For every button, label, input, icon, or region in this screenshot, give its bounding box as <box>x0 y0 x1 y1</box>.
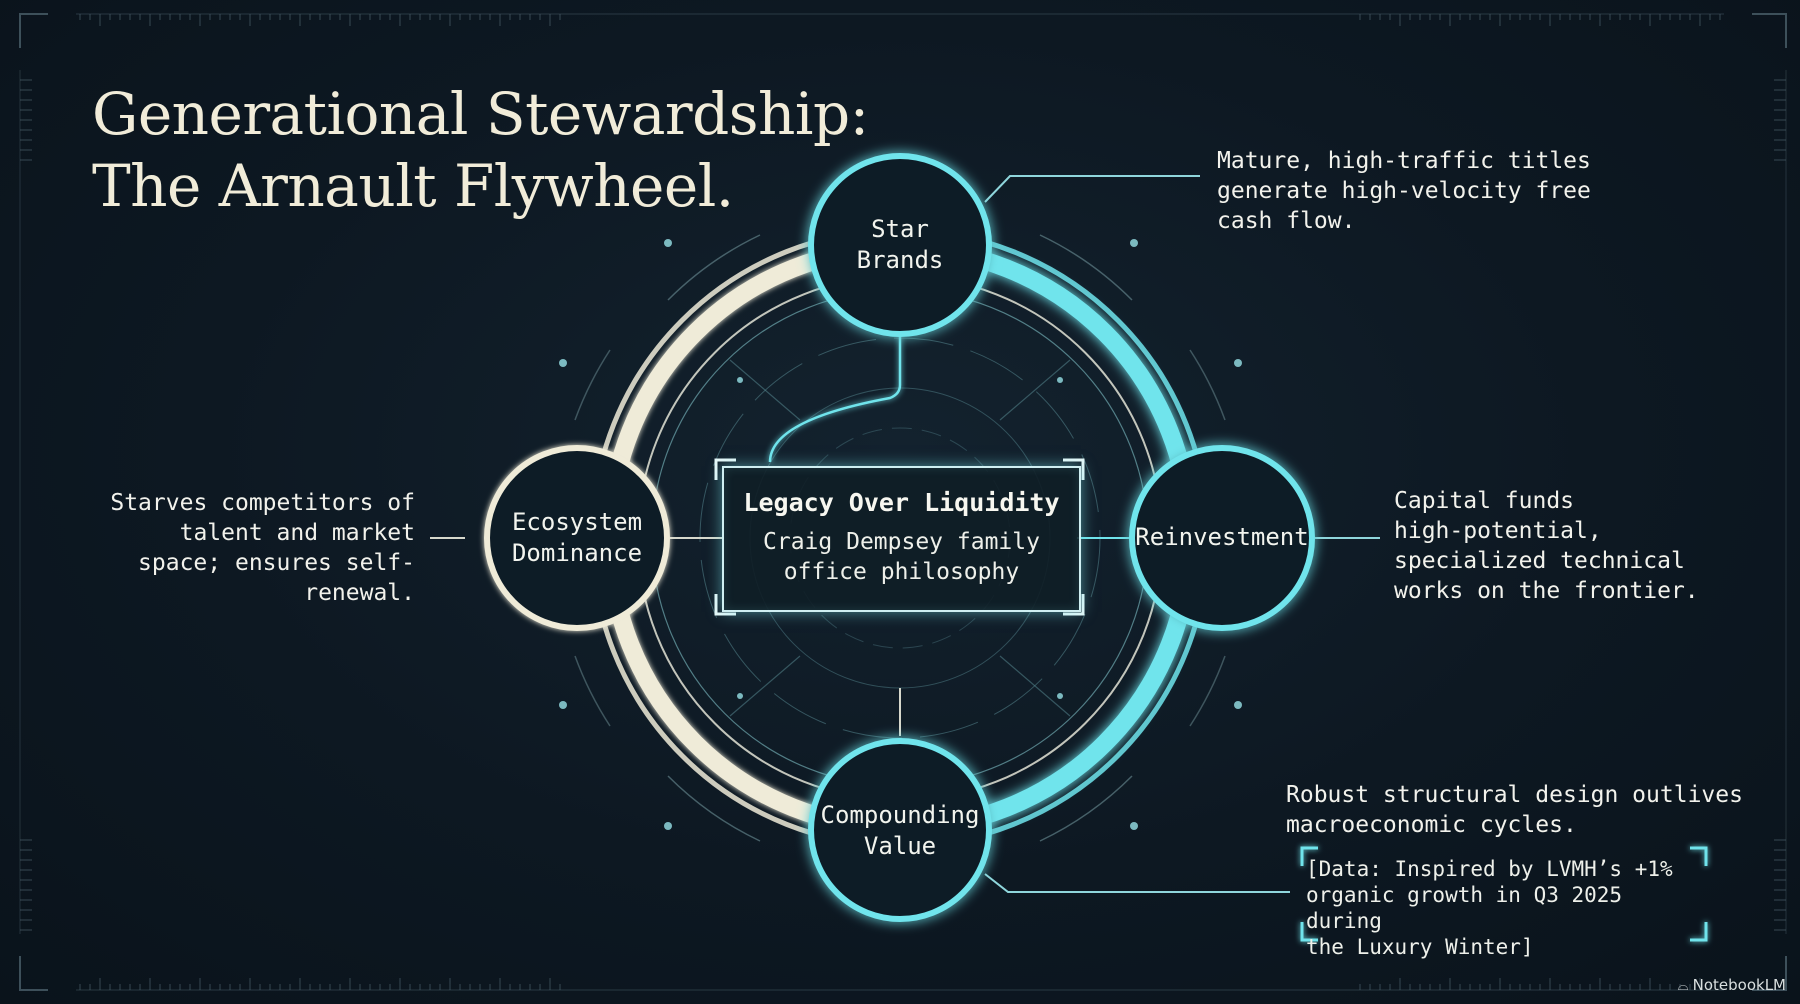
notebooklm-icon: ⌓ <box>1677 978 1689 994</box>
frame-decoration <box>19 13 1787 991</box>
note-reinvestment: Capital funds high-potential, specialize… <box>1394 488 1699 604</box>
connector-lines <box>430 175 1380 893</box>
node-star-brands <box>808 153 992 337</box>
center-legacy-box: Legacy Over Liquidity Craig Dempsey fami… <box>722 466 1081 612</box>
node-compounding-value <box>808 738 992 922</box>
page-title: Generational Stewardship: The Arnault Fl… <box>92 78 869 222</box>
data-box-brackets <box>1300 846 1708 942</box>
ruler-ticks <box>20 14 1786 990</box>
accent-dots <box>559 239 1242 830</box>
node-label-star-brands: Star Brands <box>856 215 944 274</box>
note-compounding-value: Robust structural design outlives macroe… <box>1286 782 1743 838</box>
title-line-2: The Arnault Flywheel. <box>92 152 734 220</box>
title-line-1: Generational Stewardship: <box>92 80 869 148</box>
node-label-ecosystem-dominance: Ecosystem Dominance <box>511 508 643 567</box>
data-source-box: [Data: Inspired by LVMH’s +1% organic gr… <box>1290 852 1702 959</box>
node-label-reinvestment: Reinvestment <box>1135 523 1309 551</box>
notebooklm-brand: ⌓NotebookLM <box>1678 976 1786 994</box>
node-reinvestment <box>1129 445 1315 631</box>
center-subtitle: Craig Dempsey family office philosophy <box>763 529 1040 585</box>
node-label-compounding-value: Compounding Value <box>820 801 980 860</box>
data-source-text: [Data: Inspired by LVMH’s +1% organic gr… <box>1306 857 1673 959</box>
note-ecosystem-dominance: Starves competitors of talent and market… <box>110 490 415 606</box>
center-title: Legacy Over Liquidity <box>743 488 1060 517</box>
node-ecosystem-dominance <box>484 445 670 631</box>
center-box-brackets <box>714 458 1085 616</box>
brand-label: NotebookLM <box>1692 976 1786 994</box>
note-star-brands: Mature, high-traffic titles generate hig… <box>1217 148 1591 234</box>
